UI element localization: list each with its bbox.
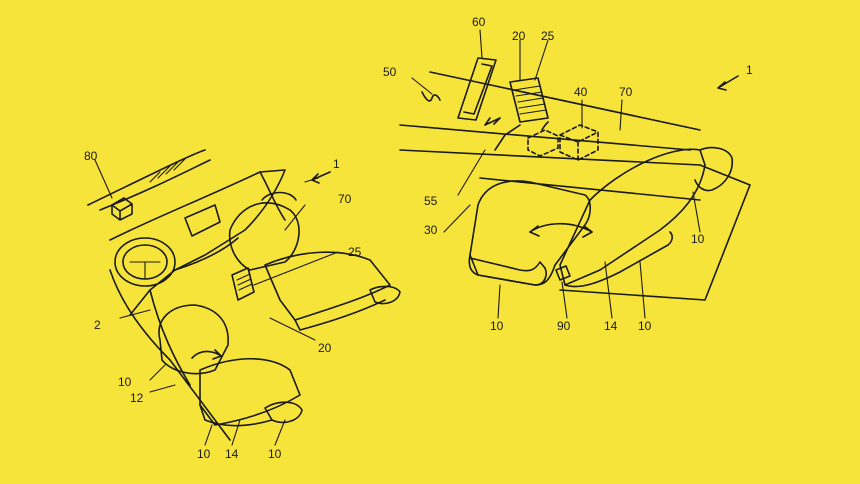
label-20-right: 20 [512, 29, 526, 43]
label-55: 55 [424, 194, 438, 208]
label-90: 90 [557, 319, 571, 333]
dashboard-lower [174, 171, 286, 271]
panel-arrow [484, 117, 501, 126]
label-25-left: 25 [348, 245, 362, 259]
control-box-40 [559, 124, 599, 161]
rotation-arrowheads-right [529, 225, 593, 238]
passenger-seat-cushion [264, 251, 391, 321]
passenger-seat-base [294, 299, 386, 331]
body-line-2 [149, 289, 191, 386]
label-10b-left: 10 [197, 447, 211, 461]
door-line [109, 269, 231, 441]
right-figure-labels: 60 20 25 50 40 70 1 55 30 10 10 90 14 10 [383, 15, 753, 333]
panel-20 [509, 77, 549, 123]
backrest-headrest [694, 146, 734, 192]
backrest [559, 148, 706, 286]
label-70-left: 70 [338, 192, 352, 206]
label-14-right: 14 [604, 319, 618, 333]
label-50: 50 [383, 65, 397, 79]
dashboard [109, 169, 286, 316]
rotation-arrow-left [191, 350, 221, 359]
steering-wheel-inner [122, 244, 168, 280]
passenger-headrest [261, 191, 297, 201]
panel-20-hatch [513, 85, 547, 115]
driver-seat-cushion [199, 357, 301, 426]
label-1-right: 1 [746, 63, 753, 77]
driver-footrest [264, 401, 303, 424]
arrow-1-right [717, 75, 739, 91]
label-10c-right: 10 [638, 319, 652, 333]
label-80: 80 [84, 149, 98, 163]
label-40: 40 [574, 85, 588, 99]
floor-plane-right [559, 164, 751, 301]
label-60: 60 [472, 15, 486, 29]
dash-display [184, 204, 221, 237]
left-figure-labels: 80 1 70 25 2 20 10 12 10 14 10 [84, 149, 362, 461]
label-10b-right: 10 [490, 319, 504, 333]
rotation-arrowhead-left [212, 349, 222, 360]
passenger-footrest [369, 285, 401, 305]
steering-spokes [129, 261, 161, 279]
label-1-left: 1 [333, 157, 340, 171]
label-10a-left: 10 [118, 375, 132, 389]
label-10c-left: 10 [268, 447, 282, 461]
steering-wheel [114, 237, 176, 287]
sensor-box-80 [111, 197, 133, 221]
unit-90 [555, 265, 571, 281]
driver-seat-back [158, 304, 229, 375]
panel-60 [457, 57, 497, 121]
connector-box [527, 129, 559, 157]
label-20-left: 20 [318, 341, 332, 355]
leader-lines-right [411, 29, 701, 319]
windshield-hatching [149, 157, 187, 183]
label-10a-right: 10 [691, 232, 705, 246]
connector-link [494, 121, 549, 151]
device-25 [231, 267, 255, 301]
right-figure-seat-mechanism [399, 29, 751, 319]
label-2: 2 [94, 318, 101, 332]
label-25-right: 25 [541, 29, 555, 43]
label-14-left: 14 [225, 447, 239, 461]
label-70-right: 70 [619, 85, 633, 99]
floor-lines [399, 71, 701, 201]
label-12: 12 [130, 391, 144, 405]
arrow-1-left [311, 171, 331, 184]
passenger-seat-back [228, 202, 300, 271]
device-25-hatch [236, 273, 253, 291]
backrest-lower [564, 231, 673, 288]
label-30: 30 [424, 223, 438, 237]
left-figure-car-interior [87, 149, 401, 446]
seat-cushion-front [469, 254, 547, 286]
squiggle-50 [421, 91, 441, 102]
